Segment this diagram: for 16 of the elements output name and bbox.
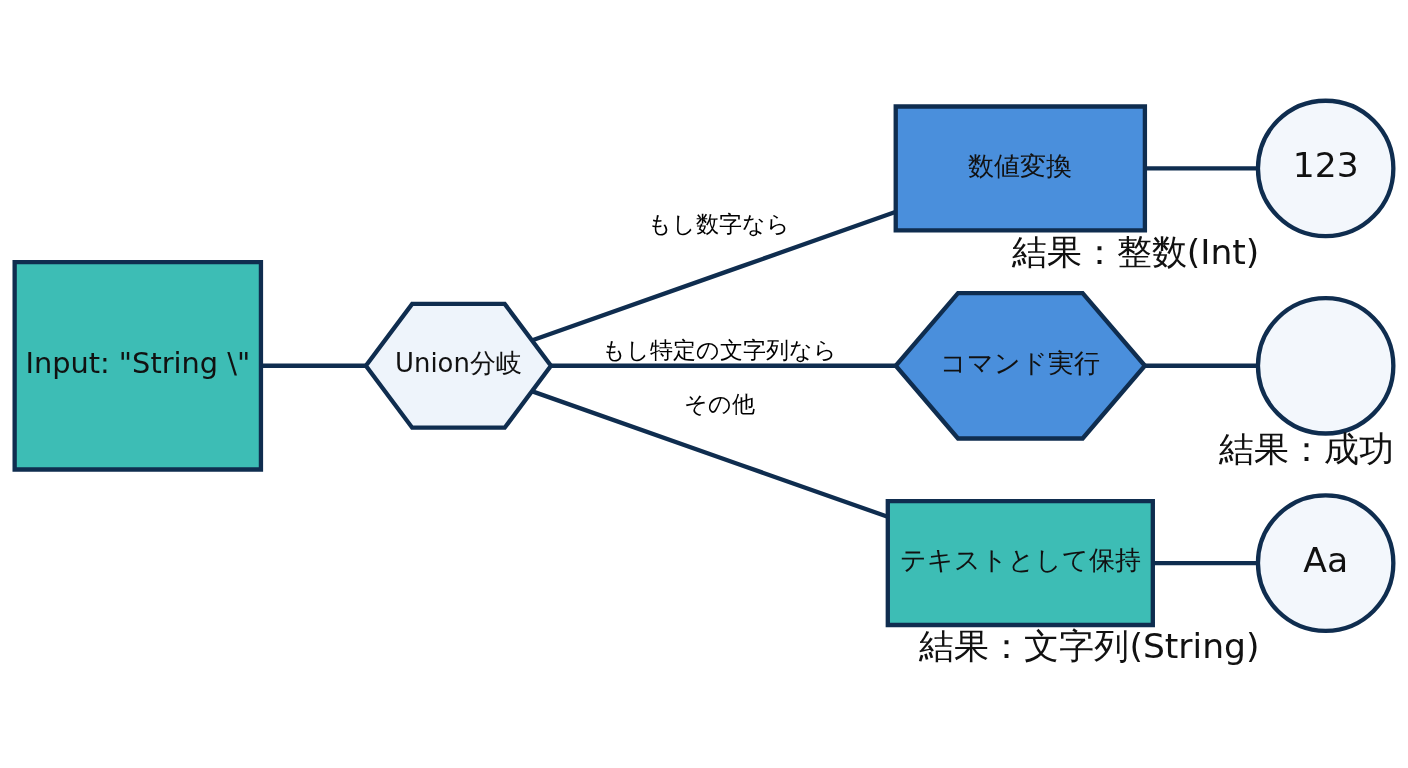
connector xyxy=(1153,560,1258,565)
node-label: 結果：成功 xyxy=(1218,428,1394,469)
node-box: テキストとして保持 xyxy=(885,498,1155,627)
node-box: 数値変換 xyxy=(893,103,1148,233)
connector xyxy=(531,388,889,519)
edge-label: その他 xyxy=(683,390,755,417)
edge-label: もし数字なら xyxy=(648,210,791,237)
connector xyxy=(261,363,366,368)
node-box: Input: "String \" xyxy=(12,259,264,472)
connector xyxy=(550,363,896,368)
edge-label: もし特定の文字列なら xyxy=(601,336,837,363)
connector xyxy=(1145,363,1258,368)
node-circle: 123 xyxy=(1255,98,1396,238)
node-circle: Aa xyxy=(1255,492,1396,633)
connector xyxy=(531,209,896,342)
connector xyxy=(1145,165,1258,171)
